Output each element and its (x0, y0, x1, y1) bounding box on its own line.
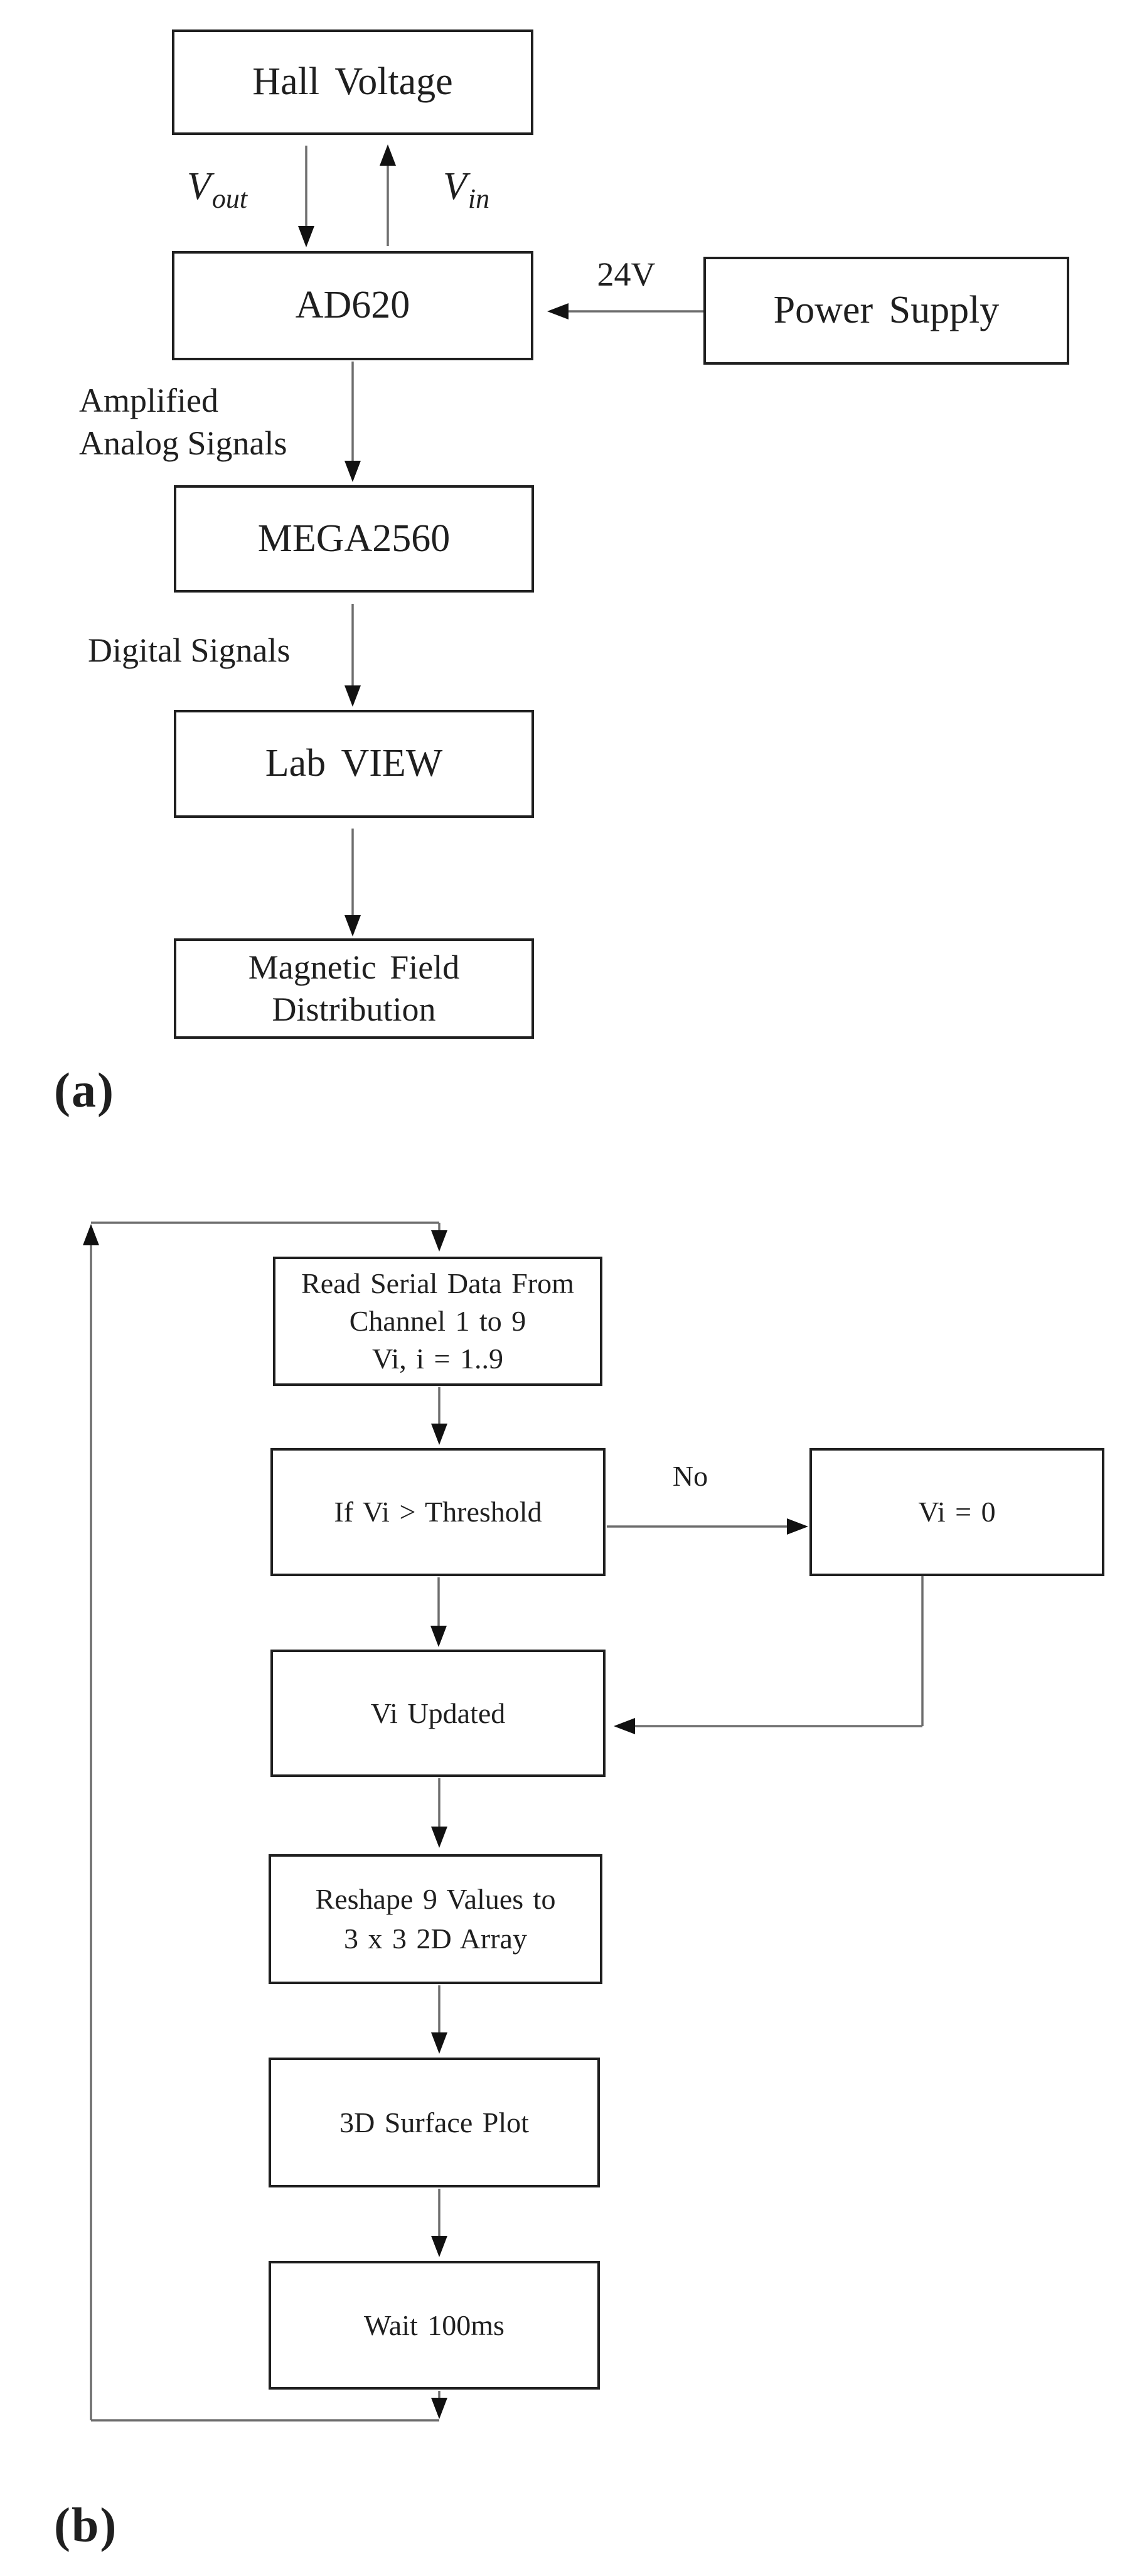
flow-a-box-mega2560: MEGA2560 (174, 485, 534, 593)
box-label: Reshape 9 Values to 3 x 3 2D Array (316, 1880, 556, 1958)
arrow-vout-hall-to-ad620 (298, 146, 314, 247)
digital-signals-label: Digital Signals (88, 631, 291, 669)
loop-top-line (91, 1221, 447, 1252)
box-label-line: Channel 1 to 9 (349, 1305, 526, 1338)
arrow-vin-ad620-to-hall (380, 144, 396, 246)
box-label-line: Distribution (272, 990, 436, 1028)
loop-left-line (83, 1224, 99, 2420)
vout-subscript: out (211, 183, 248, 214)
arrowhead-down (430, 1626, 447, 1647)
arrowhead-down (431, 2032, 447, 2054)
arrowhead-up (83, 1224, 99, 1245)
arrow-surface-to-wait (431, 2189, 447, 2257)
box-label: 3D Surface Plot (339, 2106, 529, 2139)
amplified-analog-signals-label: Amplified Analog Signals (79, 379, 287, 464)
box-label: Vi Updated (370, 1697, 506, 1729)
box-label: Wait 100ms (364, 2309, 505, 2341)
loop-bottom-line (91, 2391, 447, 2422)
flow-b-box-read-serial: Read Serial Data From Channel 1 to 9 Vi,… (273, 1257, 602, 1386)
arrow-no-threshold-to-vizero (607, 1518, 808, 1535)
arrowhead-down (431, 1827, 447, 1848)
box-label-line: Read Serial Data From (301, 1267, 574, 1300)
box-label: Vi = 0 (918, 1496, 996, 1528)
label-line: Analog Signals (79, 424, 287, 463)
box-label: Hall Voltage (252, 60, 453, 104)
arrowhead-down (344, 461, 361, 482)
box-label: Lab VIEW (265, 742, 443, 785)
flow-a-box-labview: Lab VIEW (174, 710, 534, 818)
arrowhead-down (431, 2398, 447, 2419)
arrowhead-right (787, 1518, 808, 1535)
flow-a-box-magnetic-field-distribution: Magnetic Field Distribution (174, 938, 534, 1039)
supply-voltage-label: 24V (597, 255, 656, 293)
caption-b: (b) (54, 2498, 118, 2552)
flow-a-box-hall-voltage: Hall Voltage (172, 30, 533, 135)
flow-b-box-wait: Wait 100ms (269, 2261, 600, 2390)
label-line: Amplified (79, 382, 218, 419)
box-label: Read Serial Data From Channel 1 to 9 Vi,… (301, 1265, 574, 1377)
arrow-power-to-ad620 (547, 303, 703, 319)
flow-a-box-power-supply: Power Supply (703, 257, 1069, 365)
arrow-updated-to-reshape (431, 1778, 447, 1848)
arrowhead-left (547, 303, 569, 319)
no-branch-label: No (672, 1460, 708, 1492)
arrowhead-up (380, 144, 396, 166)
box-label-line: 3 x 3 2D Array (344, 1922, 527, 1955)
arrow-threshold-to-updated (430, 1577, 447, 1647)
flow-b-box-threshold-check: If Vi > Threshold (270, 1448, 606, 1576)
caption-a: (a) (54, 1063, 115, 1117)
flow-b-box-vi-updated: Vi Updated (270, 1650, 606, 1777)
vout-symbol: V (187, 165, 211, 208)
vin-subscript: in (467, 183, 490, 214)
box-label-line: Reshape 9 Values to (315, 1883, 556, 1916)
box-label: Magnetic Field Distribution (248, 947, 459, 1031)
arrow-reshape-to-surface (431, 1985, 447, 2054)
arrowhead-down (431, 2236, 447, 2257)
arrowhead-down (344, 915, 361, 936)
vin-label: Vin (443, 164, 489, 215)
flow-b-box-reshape: Reshape 9 Values to 3 x 3 2D Array (269, 1854, 602, 1984)
return-vizero-to-updated (614, 1572, 924, 1734)
arrow-mega-to-labview (344, 604, 361, 707)
arrow-ad620-to-mega (344, 362, 361, 482)
box-label: If Vi > Threshold (334, 1496, 542, 1528)
vin-symbol: V (443, 165, 467, 208)
flow-b-box-vi-zero: Vi = 0 (809, 1448, 1104, 1576)
flow-a-box-ad620: AD620 (172, 251, 533, 360)
arrow-labview-to-magnetic (344, 829, 361, 936)
arrowhead-down (298, 226, 314, 247)
box-label: Power Supply (773, 289, 1000, 332)
arrow-read-to-threshold (431, 1387, 447, 1445)
flow-b-box-surface-plot: 3D Surface Plot (269, 2058, 600, 2187)
box-label-line: Magnetic Field (248, 948, 460, 986)
arrowhead-down (431, 1230, 447, 1252)
box-label: AD620 (295, 284, 410, 327)
box-label: MEGA2560 (257, 517, 451, 560)
arrowhead-down (431, 1424, 447, 1445)
box-label-line: Vi, i = 1..9 (372, 1342, 503, 1375)
arrowhead-down (344, 685, 361, 707)
arrowhead-left (614, 1718, 635, 1734)
vout-label: Vout (187, 164, 247, 215)
